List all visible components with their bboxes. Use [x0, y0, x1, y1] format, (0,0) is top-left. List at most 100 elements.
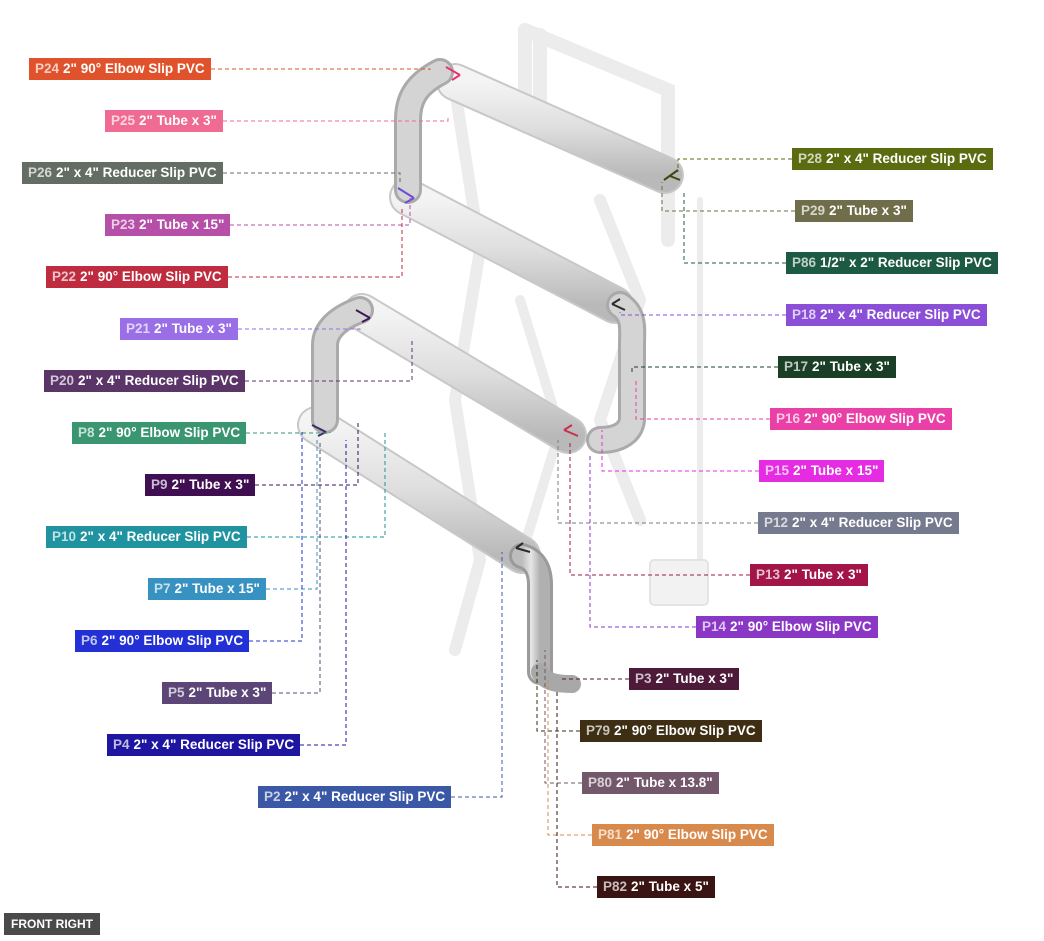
leader-line-p3: [559, 678, 629, 680]
part-id: P24: [35, 61, 60, 76]
leader-line-p10: [247, 432, 386, 538]
leader-line-p7: [266, 440, 318, 590]
part-id: P6: [81, 633, 98, 648]
leader-line-p80: [544, 650, 582, 784]
part-description: 2" x 4" Reducer Slip PVC: [80, 529, 241, 544]
part-id: P21: [126, 321, 151, 336]
part-id: P23: [111, 217, 136, 232]
part-description: 2" x 4" Reducer Slip PVC: [56, 165, 217, 180]
part-id: P9: [151, 477, 168, 492]
leader-line-p5: [272, 440, 321, 694]
part-description: 2" Tube x 3": [139, 113, 217, 128]
leader-line-p4: [300, 440, 347, 746]
part-id: P15: [765, 463, 790, 478]
part-id: P5: [168, 685, 185, 700]
part-id: P26: [28, 165, 53, 180]
part-description: 2" Tube x 3": [655, 671, 734, 686]
leader-line-p2: [451, 552, 503, 798]
part-description: 2" x 4" Reducer Slip PVC: [78, 373, 239, 388]
leader-line-p26: [223, 172, 401, 182]
leader-line-p15: [601, 430, 759, 472]
leader-line-p25: [223, 118, 449, 122]
leader-line-p14: [589, 455, 696, 628]
part-id: P7: [154, 581, 171, 596]
leader-line-p6: [249, 432, 303, 642]
part-id: P86: [792, 255, 817, 270]
part-description: 2" Tube x 3": [784, 567, 862, 582]
part-description: 2" 90° Elbow Slip PVC: [626, 827, 768, 842]
part-description: 2" 90° Elbow Slip PVC: [614, 723, 756, 738]
part-id: P25: [111, 113, 136, 128]
leader-line-p21: [238, 328, 361, 330]
leader-line-p13: [569, 440, 750, 576]
part-description: 2" Tube x 15": [174, 581, 260, 596]
part-description: 2" Tube x 5": [631, 879, 709, 894]
part-description: 2" 90° Elbow Slip PVC: [98, 425, 241, 440]
part-id: P4: [113, 737, 130, 752]
part-description: 2" x 4" Reducer Slip PVC: [284, 789, 446, 804]
part-id: P28: [798, 151, 823, 166]
part-description: 2" 90° Elbow Slip PVC: [63, 61, 205, 76]
view-badge[interactable]: FRONT RIGHT: [4, 913, 100, 935]
part-description: 2" x 4" Reducer Slip PVC: [826, 151, 987, 166]
part-id: P12: [764, 515, 789, 530]
part-description: 2" Tube x 3": [171, 477, 250, 492]
pipes: [297, 58, 684, 693]
part-id: P3: [635, 671, 652, 686]
part-description: 2" Tube x 3": [829, 203, 907, 218]
leader-lines: [211, 68, 795, 888]
part-description: 2" 90° Elbow Slip PVC: [80, 269, 222, 284]
part-description: 2" x 4" Reducer Slip PVC: [820, 307, 981, 322]
leader-line-p23: [230, 198, 411, 226]
part-id: P2: [264, 789, 281, 804]
part-description: 2" x 4" Reducer Slip PVC: [133, 737, 295, 752]
part-id: P20: [50, 373, 75, 388]
part-description: 2" Tube x 13.8": [616, 775, 713, 790]
part-id: P13: [756, 567, 781, 582]
part-id: P80: [588, 775, 613, 790]
leader-line-p18: [619, 312, 786, 316]
leader-line-p28: [677, 158, 792, 172]
part-id: P8: [78, 425, 95, 440]
part-description: 2" 90° Elbow Slip PVC: [804, 411, 946, 426]
part-id: P79: [586, 723, 611, 738]
part-id: P82: [603, 879, 628, 894]
part-description: 2" 90° Elbow Slip PVC: [101, 633, 244, 648]
leader-line-p79: [536, 660, 580, 732]
leader-line-p81: [547, 680, 592, 836]
leader-line-p12: [557, 440, 758, 524]
part-description: 2" Tube x 15": [139, 217, 225, 232]
